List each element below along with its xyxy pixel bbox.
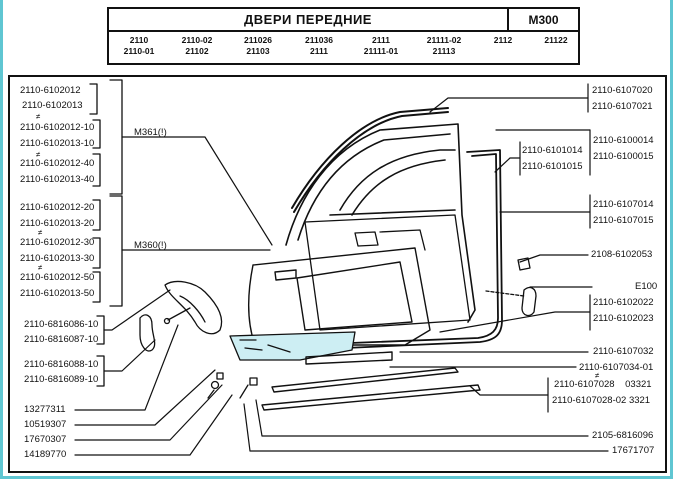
part-number-label: 2110-6102012-30: [20, 237, 95, 248]
note-symbol: ≠: [595, 371, 600, 380]
part-number-label: 2110-6102013-50: [20, 288, 95, 299]
left-leader-lines: [74, 136, 273, 456]
armrest-handle: [139, 280, 223, 352]
note-symbol: ≠: [38, 228, 43, 237]
model-column: 21122: [526, 35, 586, 46]
part-number-label: 2110-6102013-40: [20, 174, 95, 185]
part-number-label: 2110-6107021: [592, 101, 653, 112]
reference-label-m360[interactable]: М360(!): [134, 240, 167, 251]
part-number-label: 2110-6102013-20: [20, 218, 95, 229]
part-number-label: 2105-6816096: [592, 430, 654, 441]
note-symbol: ≠: [36, 112, 41, 121]
model-code: 2110-01: [123, 46, 155, 56]
right-leader-lines: [243, 83, 609, 452]
model-code: 21103: [246, 46, 270, 56]
part-number-label: 2110-6102013-10: [20, 138, 95, 149]
part-number-label: 2110-6101014: [522, 145, 583, 156]
page-title: ДВЕРИ ПЕРЕДНИЕ: [109, 9, 509, 32]
part-number-label: 2110-6816088-10: [24, 359, 99, 370]
part-number-label: 2110-6102013-30: [20, 253, 95, 264]
model-code: 2111: [310, 46, 328, 56]
screws: [163, 307, 258, 399]
part-number-label: 2110-6101015: [522, 161, 583, 172]
part-number-label: 2110-6102022: [593, 297, 654, 308]
reference-label-m361[interactable]: М361(!): [134, 127, 167, 138]
part-number-label: 2110-6107015: [593, 215, 654, 226]
part-number-label: 2110-6102023: [593, 313, 654, 324]
part-number-label: 2110-6102012-40: [20, 158, 95, 169]
part-number-label: 13277311: [24, 404, 66, 415]
part-number-label: 2110-6107014: [593, 199, 654, 210]
part-number-label: 2110-6107028 03321: [554, 379, 652, 390]
part-number-label: 2110-6107020: [592, 85, 653, 96]
model-code: 2112: [493, 35, 513, 45]
model-code: 2110: [129, 35, 149, 45]
note-symbol: ≠: [36, 150, 41, 159]
part-number-label: 2110-6107032: [593, 346, 654, 357]
part-number-label: 2110-6100014: [593, 135, 654, 146]
model-code: 21122: [544, 35, 568, 45]
part-number-label: 17671707: [612, 445, 655, 456]
part-number-label: 14189770: [24, 449, 67, 460]
diagram-frame: [8, 75, 667, 473]
sill-strips: [261, 351, 481, 411]
frame-edge-right: [670, 0, 673, 479]
frame-edge-bottom: [0, 476, 673, 479]
part-number-label: 2110-6102013: [22, 100, 83, 111]
model-code: 2110-02: [181, 35, 213, 45]
part-number-label: 2108-6102053: [591, 249, 653, 260]
part-number-label: 17670307: [24, 434, 67, 445]
part-number-label: 2110-6102012-20: [20, 202, 95, 213]
part-number-label: 2110-6102012-50: [20, 272, 95, 283]
model-code: 211036: [305, 35, 333, 45]
model-code: 211026: [244, 35, 272, 45]
part-number-label: 10519307: [24, 419, 67, 430]
model-code: 21113: [432, 46, 456, 56]
part-number-label: 2110-6107028-02 3321: [552, 395, 651, 406]
part-number-label: 2110-6102012: [20, 85, 81, 96]
part-number-label: 2110-6816089-10: [24, 374, 99, 385]
part-number-label: 2110-6816087-10: [24, 334, 99, 345]
part-number-label: 2110-6107034-01: [579, 362, 654, 373]
frame-edge-left: [0, 0, 3, 479]
model-column: 2112: [473, 35, 533, 46]
door-frame: [285, 123, 476, 323]
armrest-pocket: [229, 331, 356, 361]
door-trim-card: [248, 247, 431, 346]
part-number-label: 2110-6102012-10: [20, 122, 95, 133]
door-inner-panel: [304, 214, 471, 331]
model-code: 2111: [372, 35, 390, 45]
part-number-label: E100: [635, 281, 658, 292]
model-code: 21111-02: [426, 35, 462, 45]
window-seal: [291, 107, 449, 213]
weatherstrip: [299, 149, 503, 351]
clip-parts: [485, 257, 537, 317]
model-code: 21102: [185, 46, 209, 56]
model-code: 21111-01: [363, 46, 399, 56]
note-symbol: ≠: [38, 263, 43, 272]
section-code: М300: [509, 9, 578, 32]
part-number-label: 2110-6816086-10: [24, 319, 99, 330]
part-number-label: 2110-6100015: [593, 151, 654, 162]
